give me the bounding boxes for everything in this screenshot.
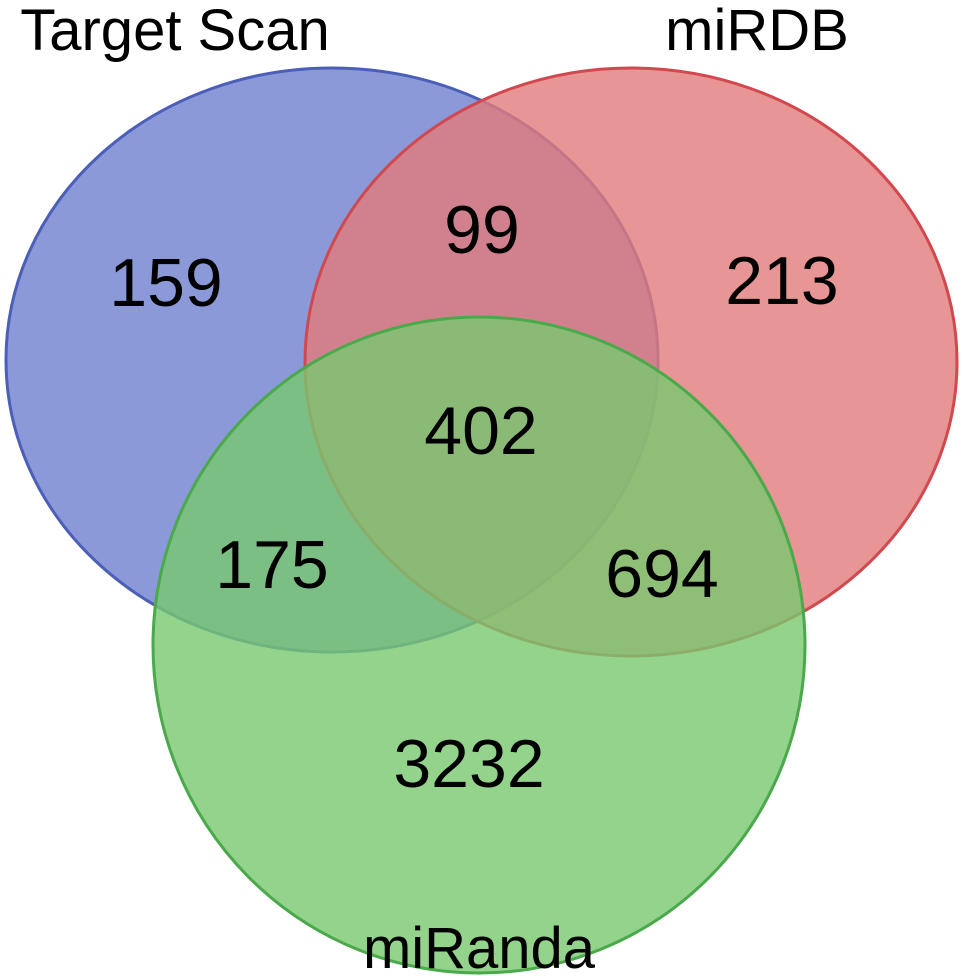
- set-label-miranda: miRanda: [363, 916, 596, 976]
- region-counts: 159 213 3232 99 175 694 402: [109, 192, 838, 802]
- count-miranda-only: 3232: [393, 726, 544, 802]
- set-label-target-scan: Target Scan: [20, 0, 330, 63]
- set-label-mirdb: miRDB: [665, 0, 849, 63]
- venn-circles: [4, 66, 959, 975]
- set-labels: Target Scan miRDB miRanda: [20, 0, 849, 976]
- count-target-scan-mirdb: 99: [444, 192, 520, 268]
- count-target-scan-only: 159: [109, 245, 222, 321]
- count-mirdb-only: 213: [725, 243, 838, 319]
- count-target-scan-miranda: 175: [215, 527, 328, 603]
- count-all-three: 402: [424, 393, 537, 469]
- count-mirdb-miranda: 694: [605, 536, 718, 612]
- circle-miranda: [151, 315, 807, 975]
